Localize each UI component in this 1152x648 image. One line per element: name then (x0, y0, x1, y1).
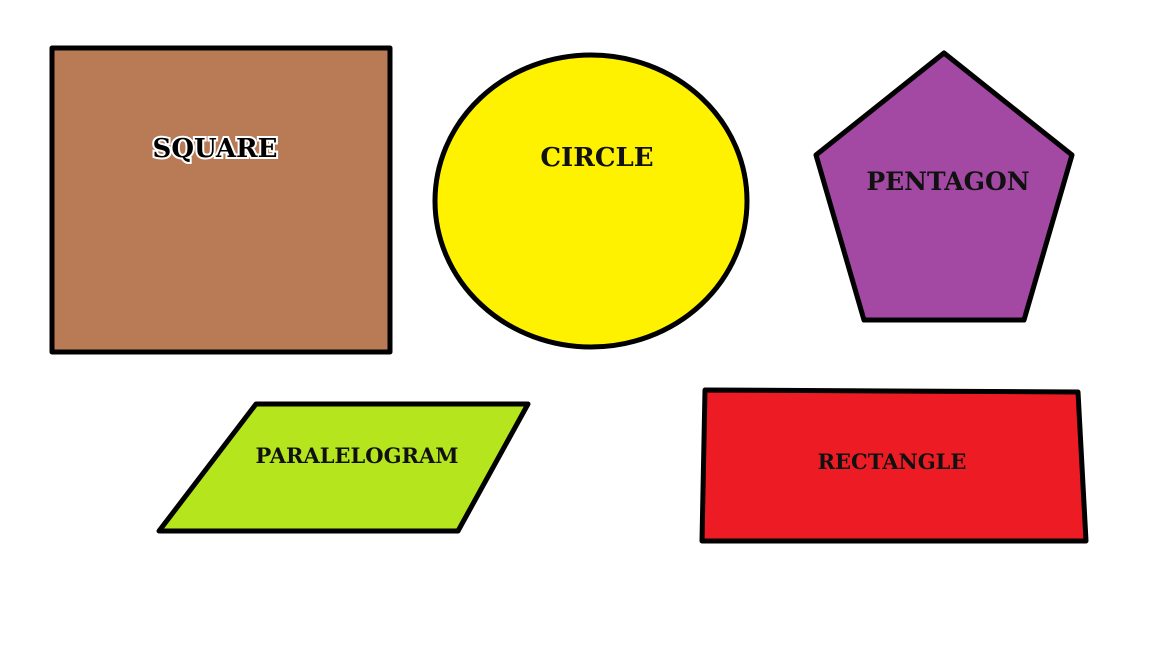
parallelogram-group: PARALELOGRAM (156, 401, 531, 534)
circle-group: CIRCLE (432, 52, 750, 350)
parallelogram-shape (156, 401, 531, 534)
square-shape (49, 45, 393, 355)
rectangle-shape (699, 387, 1089, 544)
pentagon-group: PENTAGON (813, 50, 1075, 323)
rectangle-label: RECTANGLE (818, 449, 967, 474)
rectangle-group: RECTANGLE (699, 387, 1089, 544)
pentagon-label: PENTAGON (866, 167, 1029, 196)
pentagon-shape (813, 50, 1075, 323)
square-label: SQUARE (153, 134, 278, 164)
circle-label: CIRCLE (540, 143, 653, 173)
circle-shape (432, 52, 750, 350)
square-group: SQUARE (49, 45, 393, 355)
parallelogram-label: PARALELOGRAM (255, 443, 458, 468)
